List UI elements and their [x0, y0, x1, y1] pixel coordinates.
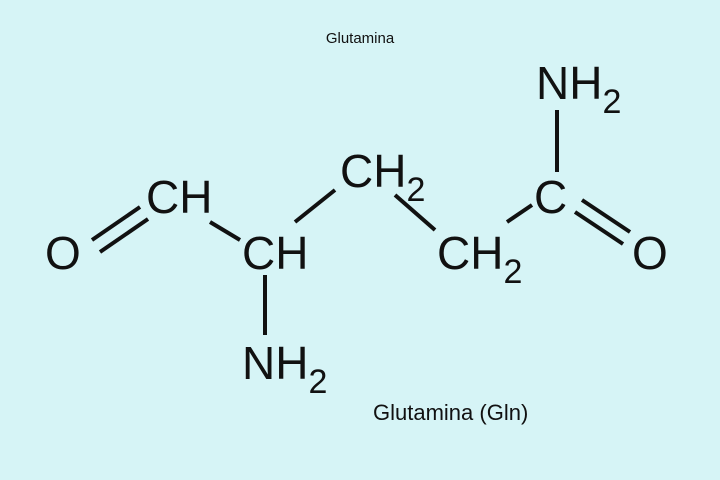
atom-nh2-alpha-subscript: 2	[308, 363, 328, 401]
atom-o-right: O	[632, 230, 668, 276]
atom-c-amide-label: C	[534, 171, 568, 223]
atom-ch-aldehyde: CH	[146, 174, 212, 220]
bond-ch-ch	[208, 220, 242, 242]
atom-nh2-amide-label: NH	[536, 57, 603, 109]
atom-ch2-beta: CH2	[340, 145, 425, 207]
bond-ch2-ch2	[393, 193, 437, 232]
molecule-caption: Glutamina (Gln)	[373, 400, 529, 425]
atom-ch-alpha-label: CH	[242, 227, 309, 279]
bond-ch-ch2-beta	[293, 188, 337, 224]
atom-o-left-label: O	[45, 227, 81, 279]
atom-nh2-amide: NH2	[536, 57, 621, 119]
atom-nh2-alpha: NH2	[242, 337, 327, 399]
bond-o-ch-double-1	[90, 205, 142, 242]
atom-o-right-label: O	[632, 227, 668, 279]
atom-c-amide: C	[534, 174, 567, 220]
atom-ch2-gamma: CH2	[437, 227, 522, 289]
atom-ch2-gamma-label: CH	[437, 227, 504, 279]
atom-o-left: O	[45, 230, 81, 276]
atom-ch2-gamma-subscript: 2	[503, 253, 523, 291]
bond-o-ch-double-2	[98, 217, 150, 254]
atom-ch2-beta-subscript: 2	[406, 171, 426, 209]
atom-nh2-amide-subscript: 2	[602, 83, 622, 121]
diagram-title: Glutamina	[325, 30, 395, 47]
atom-ch-aldehyde-label: CH	[146, 171, 213, 223]
bond-c-o-double-1	[580, 198, 632, 234]
atom-ch-alpha: CH	[242, 230, 308, 276]
atom-nh2-alpha-label: NH	[242, 337, 309, 389]
bond-ch2-c	[505, 203, 534, 224]
bond-c-o-double-2	[573, 210, 625, 246]
atom-ch2-beta-label: CH	[340, 145, 407, 197]
